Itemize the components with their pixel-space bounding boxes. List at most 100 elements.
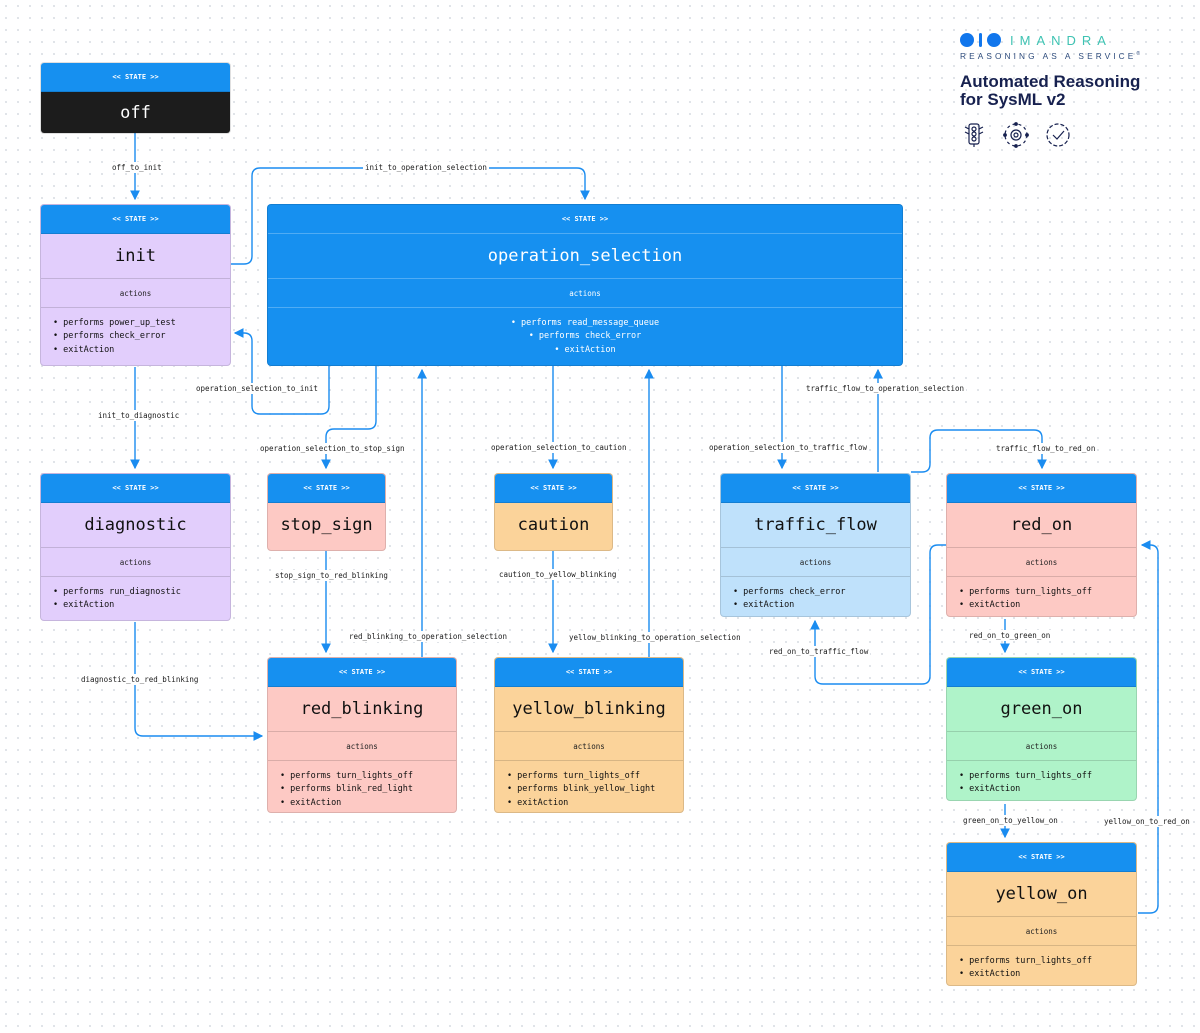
brand-icons: [960, 121, 1180, 149]
state-stereotype: << STATE >>: [947, 474, 1136, 503]
action-item: exitAction: [280, 797, 456, 810]
label-red-on-to-green-on: red_on_to_green_on: [967, 630, 1053, 641]
state-name: operation_selection: [487, 246, 683, 266]
state-operation-selection[interactable]: << STATE >> operation_selection actions …: [267, 204, 903, 366]
action-item: performs turn_lights_off: [959, 955, 1136, 968]
actions-label: actions: [721, 547, 910, 577]
logo-bar-icon: [979, 33, 982, 47]
state-off[interactable]: << STATE >> off: [40, 62, 231, 134]
action-item: performs power_up_test: [53, 317, 230, 330]
label-operation-selection-to-traffic-flow: operation_selection_to_traffic_flow: [707, 442, 870, 453]
state-caution[interactable]: << STATE >> caution: [494, 473, 613, 551]
brand-tagline-text: REASONING AS A SERVICE: [960, 51, 1137, 61]
state-yellow-on[interactable]: << STATE >> yellow_on actions performs t…: [946, 842, 1137, 986]
edge-diagnostic-to-red-blinking: [134, 622, 264, 741]
label-traffic-flow-to-operation-selection: traffic_flow_to_operation_selection: [804, 383, 967, 394]
state-traffic-flow[interactable]: << STATE >> traffic_flow actions perform…: [720, 473, 911, 617]
action-item: performs turn_lights_off: [507, 770, 683, 783]
state-red-blinking[interactable]: << STATE >> red_blinking actions perform…: [267, 657, 457, 813]
edge-red-on-to-traffic-flow: [810, 544, 946, 685]
action-item: performs turn_lights_off: [959, 770, 1136, 783]
state-stereotype: << STATE >>: [947, 843, 1136, 872]
action-item: performs check_error: [733, 586, 910, 599]
page-title: Automated Reasoning for SysML v2: [960, 73, 1180, 109]
action-list: performs turn_lights_off exitAction: [947, 761, 1136, 797]
logo-dot-icon: [987, 33, 1001, 47]
action-list: performs read_message_queue performs che…: [268, 308, 902, 357]
actions-label: actions: [947, 731, 1136, 761]
state-stereotype: << STATE >>: [721, 474, 910, 503]
actions-label: actions: [268, 278, 902, 308]
action-item: exitAction: [268, 344, 902, 357]
action-item: performs read_message_queue: [268, 317, 902, 330]
label-green-on-to-yellow-on: green_on_to_yellow_on: [961, 815, 1060, 826]
brand-tagline: REASONING AS A SERVICE®: [960, 51, 1180, 61]
label-operation-selection-to-stop-sign: operation_selection_to_stop_sign: [258, 443, 407, 454]
label-stop-sign-to-red-blinking: stop_sign_to_red_blinking: [273, 570, 390, 581]
label-red-on-to-traffic-flow: red_on_to_traffic_flow: [767, 646, 871, 657]
label-operation-selection-to-caution: operation_selection_to_caution: [489, 442, 629, 453]
trademark-mark: ®: [1136, 51, 1144, 58]
state-name: stop_sign: [280, 515, 373, 535]
action-item: performs blink_red_light: [280, 783, 456, 796]
label-red-blinking-to-operation-selection: red_blinking_to_operation_selection: [347, 631, 510, 642]
label-caution-to-yellow-blinking: caution_to_yellow_blinking: [497, 569, 619, 580]
state-stereotype: << STATE >>: [268, 205, 902, 234]
state-yellow-blinking[interactable]: << STATE >> yellow_blinking actions perf…: [494, 657, 684, 813]
title-line: for SysML v2: [960, 90, 1066, 109]
actions-label: actions: [947, 916, 1136, 946]
state-stereotype: << STATE >>: [41, 205, 230, 234]
action-list: performs turn_lights_off performs blink_…: [495, 761, 683, 810]
brand-block: IMANDRA REASONING AS A SERVICE® Automate…: [960, 30, 1180, 149]
state-init[interactable]: << STATE >> init actions performs power_…: [40, 204, 231, 366]
brand-logo: IMANDRA: [960, 30, 1180, 50]
label-yellow-blinking-to-operation-selection: yellow_blinking_to_operation_selection: [567, 632, 743, 643]
gear-network-icon: [1003, 122, 1029, 148]
edge-init-to-operation-selection: [231, 167, 590, 265]
label-init-to-diagnostic: init_to_diagnostic: [96, 410, 182, 421]
label-yellow-on-to-red-on: yellow_on_to_red_on: [1102, 816, 1192, 827]
action-item: performs turn_lights_off: [280, 770, 456, 783]
state-name: green_on: [1000, 699, 1083, 719]
state-name: init: [115, 246, 156, 266]
action-list: performs turn_lights_off performs blink_…: [268, 761, 456, 810]
state-name: red_blinking: [300, 699, 424, 719]
check-badge-icon: [1046, 123, 1070, 147]
state-stop-sign[interactable]: << STATE >> stop_sign: [267, 473, 386, 551]
action-item: exitAction: [959, 599, 1136, 612]
label-init-to-operation-selection: init_to_operation_selection: [363, 162, 489, 173]
state-diagnostic[interactable]: << STATE >> diagnostic actions performs …: [40, 473, 231, 621]
state-red-on[interactable]: << STATE >> red_on actions performs turn…: [946, 473, 1137, 617]
action-item: performs blink_yellow_light: [507, 783, 683, 796]
label-off-to-init: off_to_init: [110, 162, 164, 173]
action-list: performs run_diagnostic exitAction: [41, 577, 230, 613]
action-item: exitAction: [507, 797, 683, 810]
action-item: exitAction: [733, 599, 910, 612]
action-item: exitAction: [53, 344, 230, 357]
action-item: performs turn_lights_off: [959, 586, 1136, 599]
action-list: performs turn_lights_off exitAction: [947, 577, 1136, 613]
edge-yellow-on-to-red-on: [1138, 540, 1159, 914]
action-list: performs check_error exitAction: [721, 577, 910, 613]
state-name: yellow_on: [995, 884, 1088, 904]
state-name: yellow_blinking: [512, 699, 666, 719]
action-item: exitAction: [53, 599, 230, 612]
label-diagnostic-to-red-blinking: diagnostic_to_red_blinking: [79, 674, 201, 685]
actions-label: actions: [41, 278, 230, 308]
label-operation-selection-to-init: operation_selection_to_init: [194, 383, 320, 394]
state-green-on[interactable]: << STATE >> green_on actions performs tu…: [946, 657, 1137, 801]
actions-label: actions: [947, 547, 1136, 577]
action-item: performs run_diagnostic: [53, 586, 230, 599]
state-stereotype: << STATE >>: [947, 658, 1136, 687]
state-stereotype: << STATE >>: [268, 474, 385, 503]
state-stereotype: << STATE >>: [41, 63, 230, 92]
edge-operation-selection-to-stop-sign: [321, 366, 377, 470]
logo-dot-icon: [960, 33, 974, 47]
edge-traffic-flow-to-red-on: [911, 429, 1047, 473]
state-name: diagnostic: [84, 515, 187, 535]
action-item: performs check_error: [53, 330, 230, 343]
state-name: off: [41, 92, 230, 133]
state-name: red_on: [1010, 515, 1073, 535]
edge-operation-selection-to-init: [233, 328, 330, 415]
